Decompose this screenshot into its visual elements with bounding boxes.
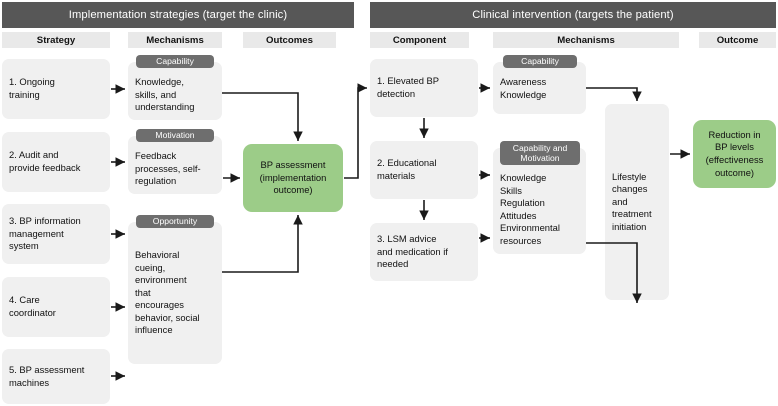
mechanism-box-opportunity[interactable]: Behavioral cueing, environment that enco…	[128, 222, 222, 364]
banner-implementation-strategies: Implementation strategies (target the cl…	[2, 2, 354, 28]
column-header-mechanisms-left-label: Mechanisms	[146, 34, 204, 46]
column-header-component: Component	[370, 32, 469, 48]
component-box-2-label: 2. Educational materials	[377, 157, 437, 181]
banner-clinical-intervention: Clinical intervention (targets the patie…	[370, 2, 776, 28]
component-box-3[interactable]: 3. LSM advice and medication if needed	[370, 223, 478, 281]
component-box-1[interactable]: 1. Elevated BP detection	[370, 59, 478, 117]
strategy-box-1-label: 1. Ongoing training	[9, 76, 55, 100]
mechanism-box-motivation-body: Feedback processes, self- regulation	[135, 150, 201, 187]
mechanism-box-capability-right-body: Awareness Knowledge	[500, 76, 547, 100]
mechanism-box-capability-right[interactable]: Awareness Knowledge	[493, 62, 586, 114]
outcome-box-reduction-bp-label: Reduction in BP levels (effectiveness ou…	[705, 128, 764, 178]
strategy-box-5-label: 5. BP assessment machines	[9, 363, 85, 388]
outcome-box-bp-assessment[interactable]: BP assessment (implementation outcome)	[243, 144, 343, 212]
outcome-box-bp-assessment-label: BP assessment (implementation outcome)	[259, 159, 327, 196]
column-header-outcome-label: Outcome	[716, 34, 759, 46]
component-box-1-label: 1. Elevated BP detection	[377, 75, 440, 99]
arrow-bp-assessment-to-component1	[344, 83, 367, 179]
column-header-outcome: Outcome	[699, 32, 776, 48]
strategy-box-1[interactable]: 1. Ongoing training	[2, 59, 110, 119]
component-box-3-label: 3. LSM advice and medication if needed	[377, 233, 448, 270]
mechanism-box-capability-motivation[interactable]: Knowledge Skills Regulation Attitudes En…	[493, 148, 586, 254]
arrow-capability-right-to-lifestyle	[586, 87, 642, 101]
column-header-strategy-label: Strategy	[36, 34, 76, 46]
column-header-mechanisms-right: Mechanisms	[493, 32, 679, 48]
mechanism-box-capability-left[interactable]: Knowledge, skills, and understanding	[128, 62, 222, 120]
column-header-component-label: Component	[392, 34, 447, 46]
mechanism-box-capability-left-body: Knowledge, skills, and understanding	[135, 76, 195, 113]
mechanism-tag-motivation: Motivation	[136, 129, 214, 142]
mechanism-tag-capability-right: Capability	[503, 55, 577, 68]
strategy-box-3-label: 3. BP information management system	[9, 215, 81, 252]
banner-implementation-strategies-label: Implementation strategies (target the cl…	[68, 9, 288, 21]
mechanism-box-motivation[interactable]: Feedback processes, self- regulation	[128, 136, 222, 194]
mechanism-tag-capability-motivation: Capability and Motivation	[500, 141, 580, 165]
column-header-strategy: Strategy	[2, 32, 110, 48]
lifestyle-changes-box-label: Lifestyle changes and treatment initiati…	[612, 170, 652, 232]
lifestyle-changes-box[interactable]: Lifestyle changes and treatment initiati…	[605, 104, 669, 300]
strategy-box-5[interactable]: 5. BP assessment machines	[2, 349, 110, 404]
mechanism-box-opportunity-body: Behavioral cueing, environment that enco…	[135, 248, 200, 336]
component-box-2[interactable]: 2. Educational materials	[370, 141, 478, 199]
strategy-box-4[interactable]: 4. Care coordinator	[2, 277, 110, 337]
column-header-outcomes: Outcomes	[243, 32, 336, 48]
column-header-mechanisms-right-label: Mechanisms	[557, 34, 615, 46]
banner-clinical-intervention-label: Clinical intervention (targets the patie…	[472, 9, 674, 21]
outcome-box-reduction-bp[interactable]: Reduction in BP levels (effectiveness ou…	[693, 120, 776, 188]
mechanism-box-capability-motivation-body: Knowledge Skills Regulation Attitudes En…	[500, 172, 560, 246]
mechanism-tag-opportunity: Opportunity	[136, 215, 214, 228]
column-header-mechanisms-left: Mechanisms	[128, 32, 222, 48]
arrow-capability-to-bp-assessment	[222, 92, 303, 141]
strategy-box-3[interactable]: 3. BP information management system	[2, 204, 110, 264]
strategy-box-2[interactable]: 2. Audit and provide feedback	[2, 132, 110, 192]
strategy-box-2-label: 2. Audit and provide feedback	[9, 149, 81, 173]
column-header-outcomes-label: Outcomes	[266, 34, 313, 46]
arrow-opportunity-to-bp-assessment	[222, 215, 303, 273]
strategy-box-4-label: 4. Care coordinator	[9, 294, 56, 318]
mechanism-tag-capability-left: Capability	[136, 55, 214, 68]
